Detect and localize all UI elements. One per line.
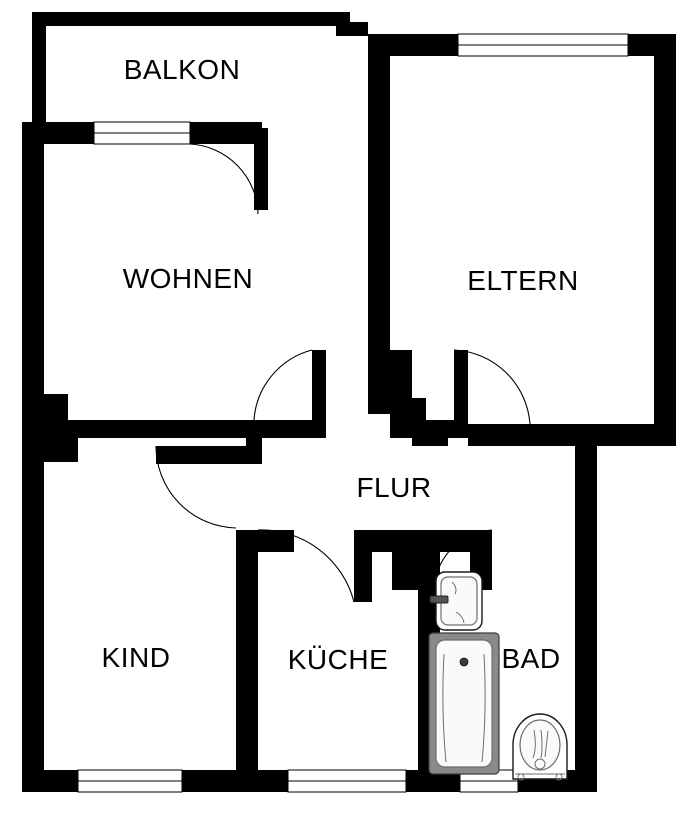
door-kind-flur-arc [155,445,237,529]
door-wohnen-flur-arc [253,349,313,421]
door-eltern-flur-arc [453,349,531,425]
kind-kueche-wall [236,530,294,792]
window-bad-bottom [459,769,519,793]
bathroom-fixtures [428,571,568,781]
windows [77,33,629,793]
balkon-walls [32,12,368,127]
outer-walls [22,34,676,792]
door-wohnen-balkon-arc [189,143,259,215]
door-bad-flur-arc [433,529,493,593]
window-eltern-top [457,33,629,57]
washbasin-fixture [429,571,483,631]
window-kind-bottom [77,769,183,793]
toilet-fixture [512,713,568,781]
door-arcs [155,143,531,603]
door-kueche-flur-arc [257,529,355,603]
bathtub-fixture [428,632,500,775]
wohnen-top-wall [22,34,390,414]
window-balkon-door [93,121,191,145]
window-kueche-bottom [287,769,407,793]
kind-flur-wall [44,438,262,464]
wohnen-bottom-wall [22,350,580,446]
